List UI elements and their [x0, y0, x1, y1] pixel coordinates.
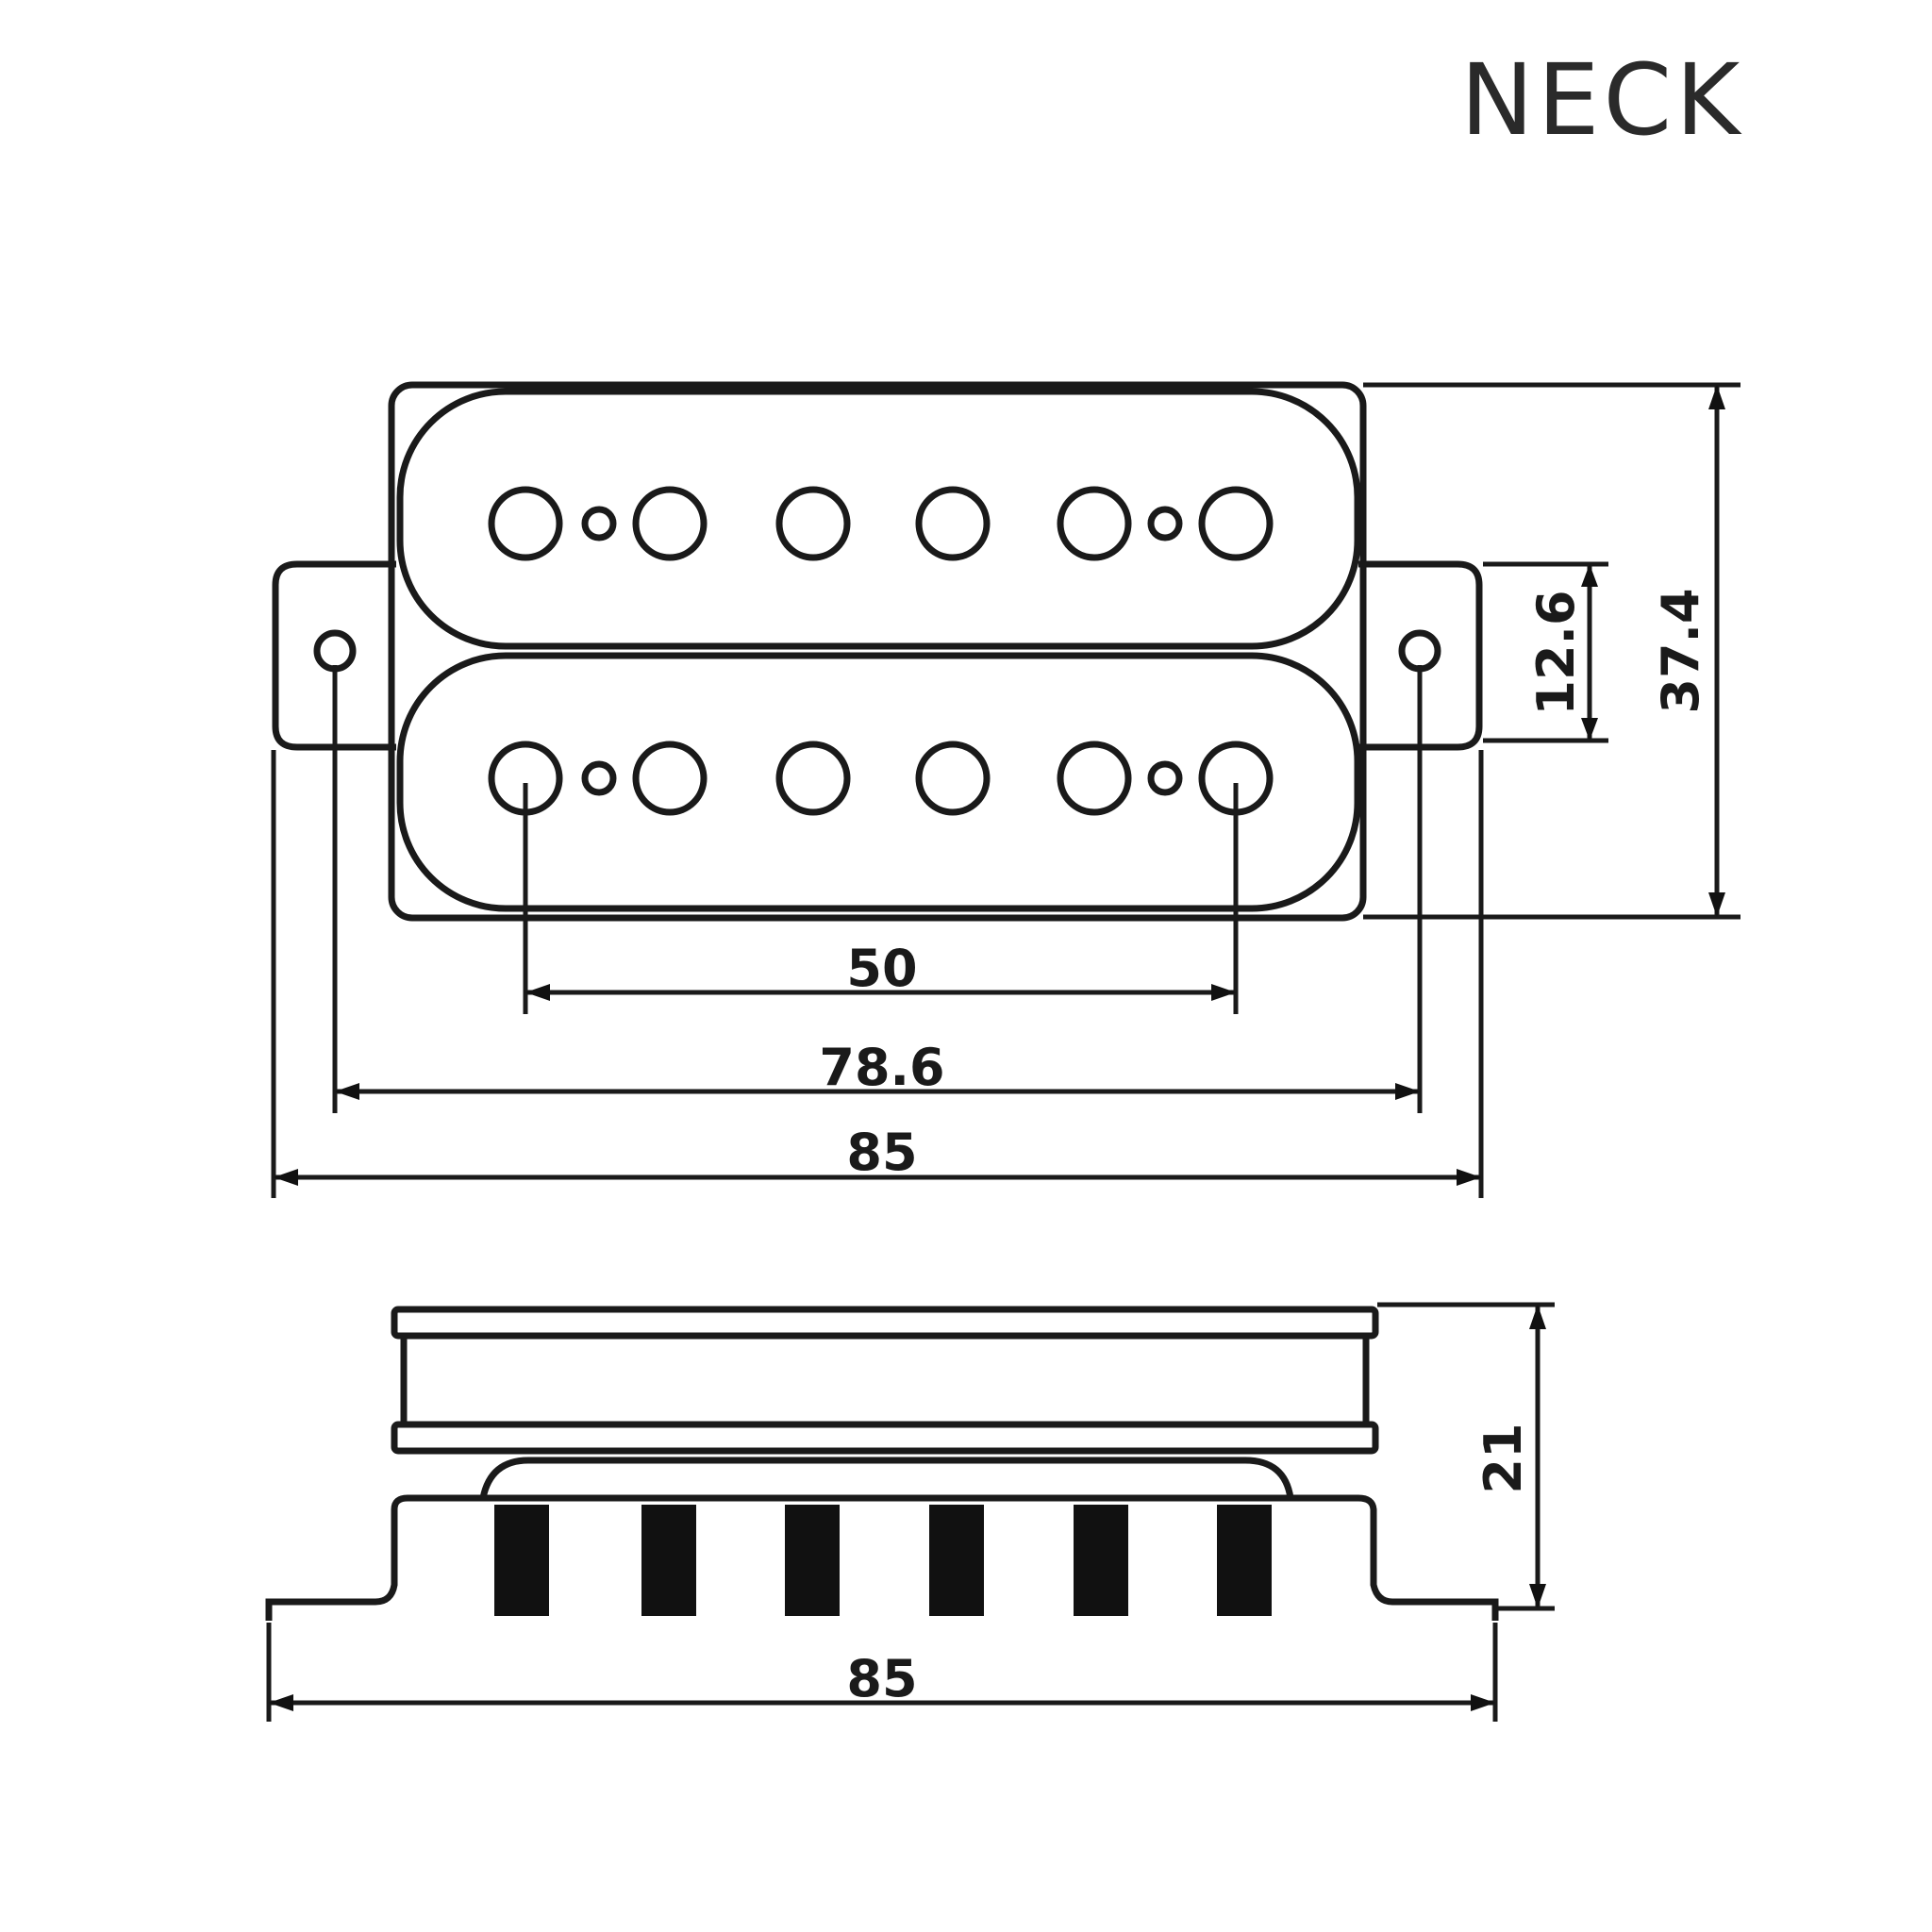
bobbin-top [396, 388, 1361, 650]
dimension-bobbin-height: 12.6 [1483, 561, 1608, 743]
pole-piece [632, 486, 708, 561]
dimension-label-21: 21 [1474, 1423, 1533, 1493]
magnet-pole [929, 1505, 984, 1616]
pole-screw [1147, 506, 1183, 541]
pole-piece [1057, 741, 1132, 816]
dimension-label-85-top: 85 [846, 1123, 917, 1182]
dimension-overall-width-side: 85 [266, 1623, 1498, 1722]
bobbin-bottom-flange [391, 1421, 1379, 1455]
dimension-label-37-4: 37.4 [1651, 588, 1710, 713]
pole-pieces-bottom [488, 741, 1274, 816]
magnet-pole [494, 1505, 549, 1616]
pole-screw [581, 506, 617, 541]
pole-piece [775, 741, 851, 816]
bobbin-bottom [396, 652, 1361, 912]
dimension-overall-height: 37.4 [1363, 382, 1740, 920]
dimension-label-50: 50 [846, 939, 917, 998]
dimension-side-height: 21 [1377, 1302, 1555, 1611]
pole-pieces-top [488, 486, 1274, 561]
magnet-pole [641, 1505, 696, 1616]
magnet-pole [1074, 1505, 1128, 1616]
mounting-plate [272, 560, 1483, 751]
dimension-overall-width-top: 85 [271, 750, 1484, 1198]
pole-piece [488, 486, 563, 561]
bobbin-top-flange [391, 1306, 1379, 1340]
magnets [494, 1505, 1272, 1616]
mounting-hole-left [313, 629, 357, 673]
pole-piece [915, 486, 991, 561]
dimension-label-78-6: 78.6 [819, 1038, 944, 1097]
pole-piece [775, 486, 851, 561]
dimension-label-85-side: 85 [846, 1649, 917, 1708]
dimension-label-12-6: 12.6 [1526, 590, 1586, 715]
side-view: 21 85 [265, 1302, 1555, 1722]
mounting-plate-profile [265, 1494, 1499, 1621]
mounting-hole-right [1398, 629, 1441, 673]
pickup-base [479, 1457, 1294, 1499]
magnet-pole [1217, 1505, 1272, 1616]
dimension-mounting-holes: 78.6 [332, 665, 1423, 1113]
diagram-title: NECK [1460, 42, 1743, 158]
pole-piece [632, 741, 708, 816]
top-view: 50 78.6 85 12.6 [271, 381, 1740, 1198]
magnet-pole [785, 1505, 840, 1616]
dimension-pole-spacing: 50 [523, 783, 1239, 1014]
pole-piece [1057, 486, 1132, 561]
pole-screw [581, 760, 617, 796]
pole-screw [1147, 760, 1183, 796]
pickup-frame [388, 381, 1367, 922]
pole-piece [1198, 486, 1274, 561]
pole-piece [915, 741, 991, 816]
